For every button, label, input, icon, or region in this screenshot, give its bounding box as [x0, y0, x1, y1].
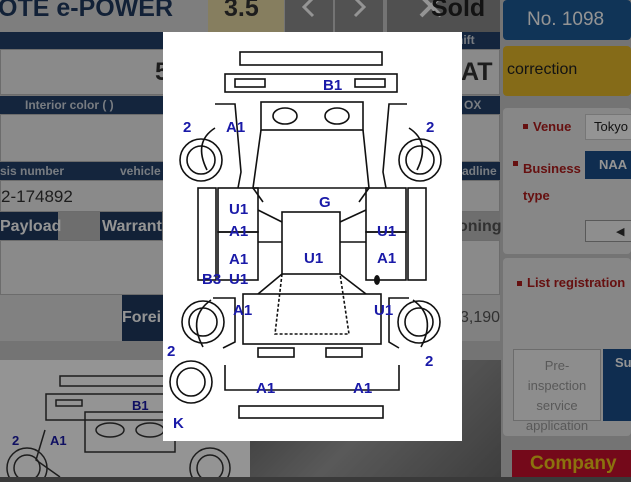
lot-number: No. 1098	[527, 9, 605, 30]
mark-2-rear-right: 2	[425, 353, 434, 370]
score-box: 3.5	[208, 0, 284, 32]
conditioning-label: oning	[458, 218, 502, 235]
mark-u1-right-front-door: U1	[377, 223, 397, 240]
mark-u1-right-rear-quarter: U1	[374, 302, 394, 319]
mark-a1-rear-right: A1	[353, 380, 373, 397]
mark-k-spare: K	[173, 415, 184, 432]
bg-mark-2: 2	[12, 433, 20, 448]
mark-g-windshield: G	[319, 194, 331, 211]
correction-badge: correction	[503, 46, 631, 96]
venue-label: Venue	[533, 119, 572, 134]
mark-u1-left-front-door: U1	[229, 201, 249, 218]
prev-vehicle-button[interactable]	[285, 0, 333, 32]
bg-mark-a1: A1	[50, 433, 67, 448]
mark-u1-roof: U1	[304, 250, 324, 267]
interior-color-label: Interior color ( )	[25, 98, 114, 112]
bg-mark-b1: B1	[132, 398, 149, 413]
mark-a1-right-rear-door: A1	[377, 250, 397, 267]
mark-u1-left-rear-door: U1	[229, 271, 249, 288]
mark-b1-front: B1	[323, 77, 343, 94]
chevron-right-icon	[349, 0, 369, 23]
price-value: 3,190	[460, 309, 501, 326]
mark-a1-left-rear-quarter: A1	[233, 302, 253, 319]
mark-b3-left-sill: B3	[202, 271, 222, 288]
chevron-left-icon	[299, 0, 319, 23]
close-icon	[415, 0, 449, 25]
list-registration-bullet-icon	[517, 281, 522, 286]
list-registration-label: List registration	[527, 275, 626, 290]
status-text: Sold	[431, 0, 486, 22]
warranty-label: Warrant	[100, 212, 162, 240]
mark-2-front-right: 2	[426, 119, 435, 136]
deadline-label: adline	[462, 164, 497, 178]
business-type-select[interactable]: NAA	[585, 151, 631, 179]
business-bullet-icon	[513, 161, 518, 166]
mark-a1-rear-left: A1	[256, 380, 276, 397]
background-car-outline	[6, 375, 231, 482]
payload-label: Payload	[0, 212, 61, 240]
vehicle-label: vehicle	[120, 164, 161, 178]
mark-2-rear-left: 2	[167, 343, 176, 360]
business-type-label: Business type	[523, 161, 581, 203]
next-vehicle-button[interactable]	[335, 0, 383, 32]
venue-select[interactable]: Tokyo	[585, 114, 631, 140]
condition-diagram-modal: B1 2 A1 2 U1 G A1 U1 A1 U1 A1 B3 U1 A1 U…	[163, 32, 462, 441]
score-value: 3.5	[224, 0, 259, 22]
sidebar-panel: Venue Tokyo Business type NAA ◀	[503, 108, 631, 254]
model-title: OTE e-POWER	[0, 0, 174, 22]
lot-number-badge: No. 1098	[503, 0, 631, 40]
company-label: Company	[530, 453, 617, 474]
correction-label: correction	[507, 61, 578, 78]
chassis-label: sis number	[0, 164, 65, 178]
transmission-value: AT	[461, 58, 493, 86]
mark-2-front-left: 2	[183, 119, 192, 136]
header-title-bar: OTE e-POWER	[0, 0, 210, 32]
triangle-left-icon: ◀	[616, 226, 625, 238]
venue-bullet-icon	[523, 124, 528, 129]
chassis-value: 2-174892	[1, 187, 73, 206]
ox-label: OX	[464, 98, 482, 112]
pre-inspection-button[interactable]: Pre-inspection service application	[513, 349, 601, 433]
mark-a1-left-front-door: A1	[229, 223, 249, 240]
submit-button[interactable]: Su	[603, 349, 631, 421]
mark-a1-left-rear-door: A1	[229, 251, 249, 268]
sold-status: Sold	[387, 0, 500, 32]
page-prev-button[interactable]: ◀	[585, 220, 631, 242]
mark-a1-front-left: A1	[226, 119, 246, 136]
company-button[interactable]: Company	[512, 450, 631, 477]
car-condition-outline	[169, 51, 442, 419]
list-registration-panel: List registration Pre-inspection service…	[503, 258, 631, 436]
